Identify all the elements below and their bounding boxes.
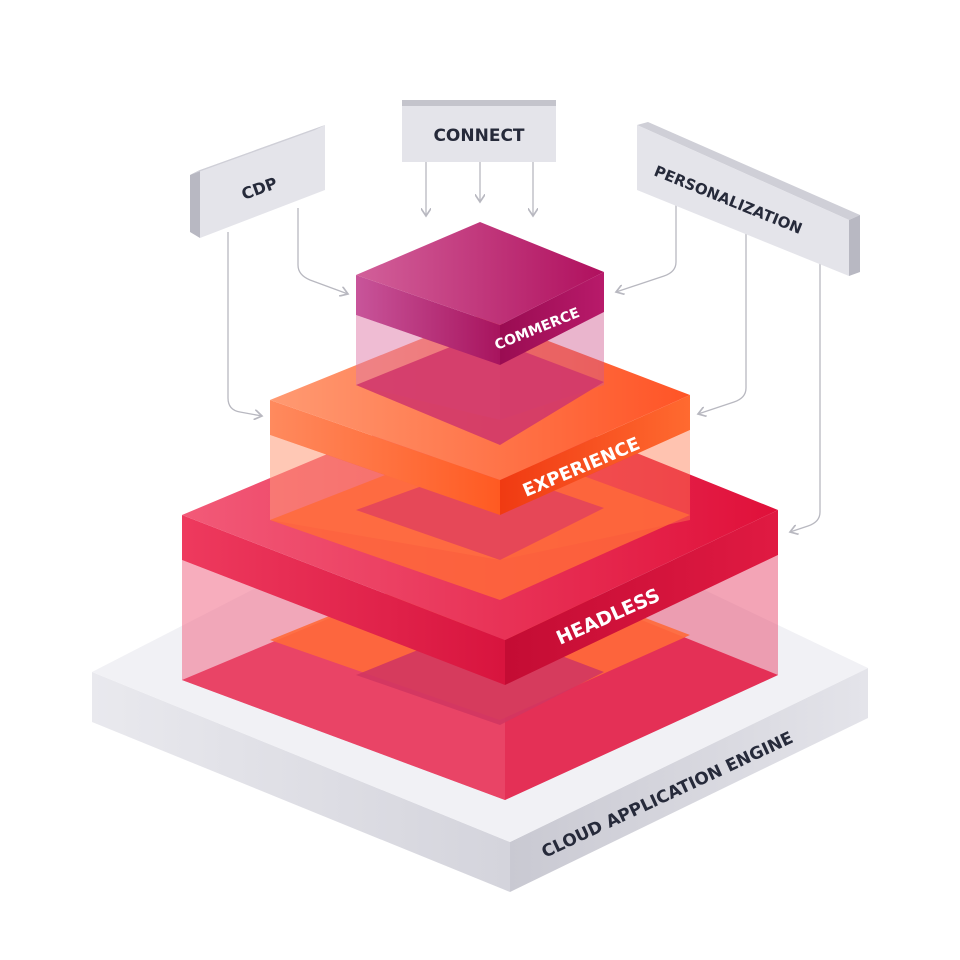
- arrow-cdp-to-experience: [227, 232, 262, 416]
- arrow-cdp-to-commerce: [297, 208, 348, 294]
- headless-right-face: [505, 510, 778, 685]
- base-left-face: [92, 672, 510, 892]
- connector-arrows: [227, 162, 821, 532]
- arrow-personalization-to-headless: [790, 262, 821, 532]
- commerce-layer: [356, 312, 604, 445]
- commerce-left-face: [356, 275, 500, 365]
- headless-wall-right: [505, 555, 778, 800]
- commerce-slab: COMMERCE: [356, 222, 604, 365]
- headless-wall-left: [182, 560, 505, 800]
- arrow-personalization-to-experience: [698, 232, 747, 414]
- cdp-box: CDP: [190, 125, 325, 238]
- connect-box: CONNECT: [402, 100, 556, 162]
- personalization-box: PERSONALIZATION: [637, 122, 860, 276]
- headless-left-face: [182, 515, 505, 685]
- experience-right-face: [500, 395, 690, 515]
- experience-left-face: [270, 400, 500, 515]
- base-right-face: [510, 668, 868, 892]
- commerce-right-face: [500, 272, 604, 365]
- arrow-personalization-to-commerce: [616, 205, 677, 292]
- connect-label: CONNECT: [433, 126, 524, 146]
- commerce-top-face: [356, 222, 604, 325]
